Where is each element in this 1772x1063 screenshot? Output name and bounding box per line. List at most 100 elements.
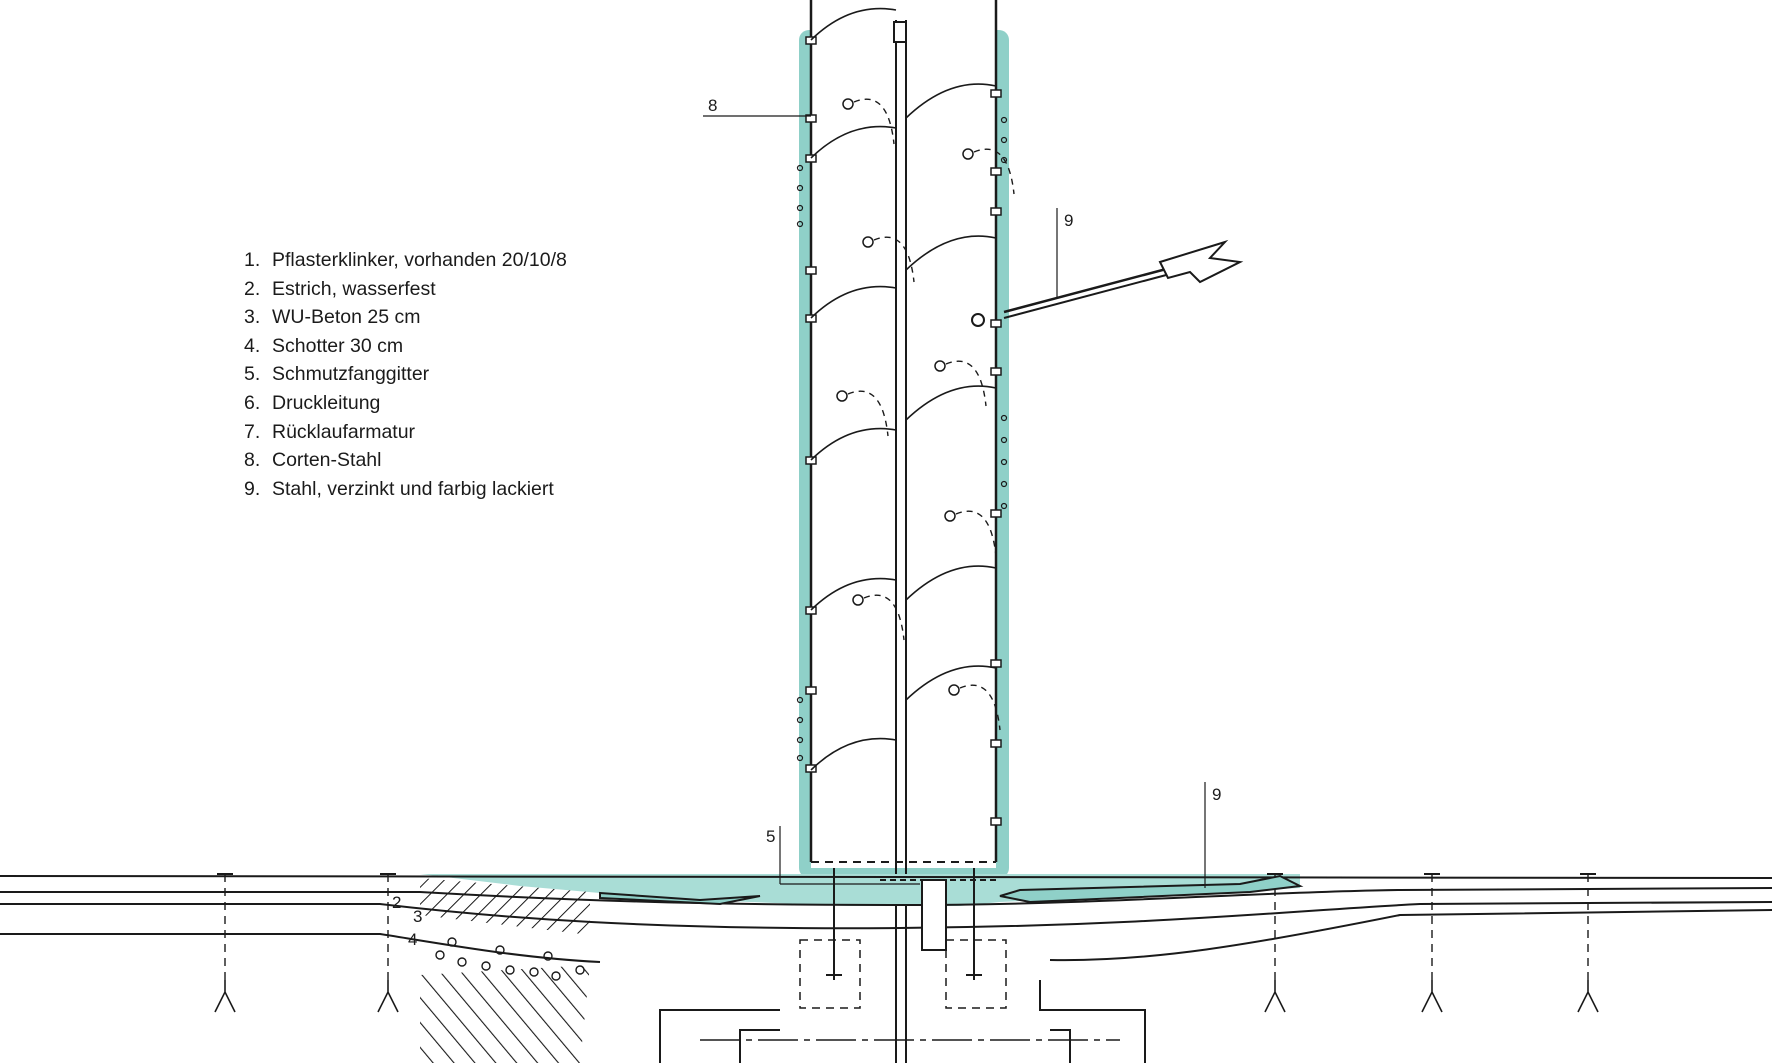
svg-text:9: 9 — [1064, 211, 1073, 230]
legend-item: 9.Stahl, verzinkt und farbig lackiert — [244, 477, 554, 500]
segment-joint — [990, 659, 1002, 668]
gravel-stone — [551, 971, 561, 981]
ground-section — [0, 868, 1772, 1063]
column-interior — [811, 0, 996, 868]
spray-arc — [810, 577, 897, 611]
rivet — [796, 184, 804, 192]
gravel-stone — [505, 965, 515, 975]
gravel-stone — [575, 965, 585, 975]
callout-9-ground: 9 — [1204, 782, 1221, 888]
spray-arc — [810, 7, 897, 41]
rivet — [1000, 458, 1008, 466]
segment-joint — [990, 817, 1002, 826]
soil-hatch — [420, 965, 590, 1063]
legend-item: 1.Pflasterklinker, vorhanden 20/10/8 — [244, 249, 567, 271]
drain-foot-icon — [377, 980, 399, 1013]
material-legend: 1.Pflasterklinker, vorhanden 20/10/8 2.E… — [244, 246, 567, 503]
rivet — [796, 716, 804, 724]
anchor-bolt-right — [945, 868, 1007, 1009]
drain-foot-icon — [1264, 980, 1286, 1013]
legend-item: 2.Estrich, wasserfest — [244, 277, 436, 300]
pipe-cap — [893, 21, 907, 43]
segment-joint — [805, 314, 817, 323]
pivot-icon — [971, 313, 985, 327]
drain-foot-icon — [1421, 980, 1443, 1013]
nozzle-icon — [948, 684, 960, 696]
nozzle-icon — [944, 510, 956, 522]
gravel-line — [0, 933, 601, 963]
foundation-right — [1050, 1029, 1071, 1063]
gravel-stone — [543, 951, 553, 961]
rivet — [1000, 136, 1008, 144]
callout-5: 5 — [766, 826, 920, 885]
spray-jet — [863, 594, 905, 641]
legend-item: 7.Rücklaufarmatur — [244, 420, 416, 443]
segment-joint — [990, 167, 1002, 176]
anchor-bolt-left — [799, 868, 861, 1009]
spray-arc — [810, 285, 897, 319]
callout-9-top: 9 — [1056, 208, 1073, 298]
foundation-left — [739, 1029, 780, 1063]
segment-joint — [990, 739, 1002, 748]
spray-jet — [853, 98, 895, 145]
nozzle-icon — [862, 236, 874, 248]
drain-foot-icon — [214, 980, 236, 1013]
rivet — [1000, 480, 1008, 488]
nozzle-icon — [836, 390, 848, 402]
segment-joint — [805, 154, 817, 163]
legend-item: 8.Corten-Stahl — [244, 449, 382, 472]
spray-jet — [873, 236, 915, 283]
rivet — [796, 736, 804, 744]
segment-joint — [990, 89, 1002, 98]
weathervane-arrow — [971, 239, 1244, 327]
rivet — [1000, 502, 1008, 510]
segment-joint — [805, 764, 817, 773]
segment-joint — [990, 367, 1002, 376]
gravel-stone — [529, 967, 539, 977]
rivet — [1000, 436, 1008, 444]
gravel-stone — [495, 945, 505, 955]
paving-surface-line — [0, 875, 1772, 879]
nozzle-icon — [842, 98, 854, 110]
rivet — [796, 696, 804, 704]
spray-jet — [847, 390, 889, 437]
column — [796, 0, 1015, 1063]
spray-jet — [945, 360, 987, 407]
callout-4: 4 — [408, 930, 417, 949]
segment-joint — [805, 114, 817, 123]
rivet — [1000, 116, 1008, 124]
grate-pit — [921, 879, 947, 951]
segment-joint — [990, 319, 1002, 328]
spray-arc — [905, 235, 997, 271]
rivet — [796, 754, 804, 762]
spray-arc — [905, 83, 997, 119]
spray-jet — [955, 510, 997, 557]
callout-2: 2 — [392, 893, 401, 912]
nozzle-icon — [934, 360, 946, 372]
segment-joint — [805, 456, 817, 465]
rivet — [1000, 414, 1008, 422]
gravel-stone — [457, 957, 467, 967]
segment-joint — [990, 509, 1002, 518]
foundation-right — [1039, 980, 1146, 1063]
ground-arrow-tail — [599, 891, 761, 906]
spray-jet — [973, 148, 1015, 195]
concrete-hatch — [420, 878, 590, 935]
segment-joint — [805, 36, 817, 45]
gravel-stone — [481, 961, 491, 971]
spray-arc — [905, 665, 997, 701]
nozzle-icon — [962, 148, 974, 160]
legend-item: 5.Schmutzfanggitter — [244, 363, 430, 386]
legend-item: 3.WU-Beton 25 cm — [244, 306, 421, 329]
segment-joint — [805, 686, 817, 695]
callout-8: 8 — [703, 96, 811, 117]
svg-text:9: 9 — [1212, 785, 1221, 804]
nozzle-icon — [852, 594, 864, 606]
gravel-stone — [447, 937, 457, 947]
arrow-head — [1158, 239, 1244, 284]
legend-item: 4.Schotter 30 cm — [244, 334, 404, 357]
svg-text:5: 5 — [766, 827, 775, 846]
spray-arc — [905, 565, 997, 601]
